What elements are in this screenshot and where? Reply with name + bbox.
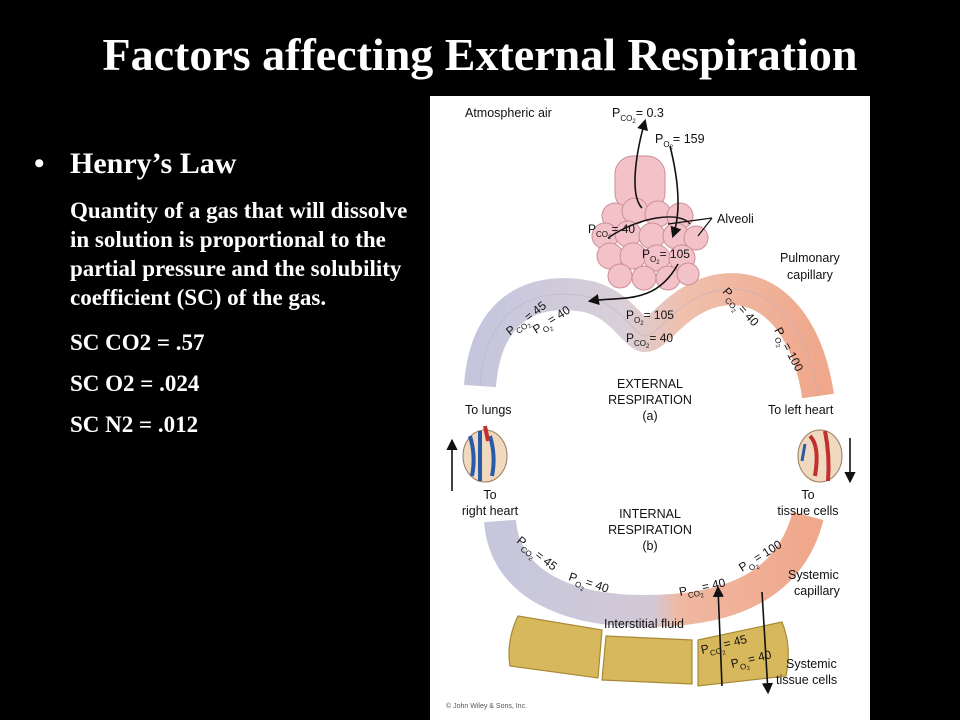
label-systemic-tissue-cells: tissue cells — [776, 673, 837, 687]
external-label-1: EXTERNAL — [617, 377, 683, 391]
bullet-dot-icon: • — [34, 147, 45, 180]
tissue-pco2: = 45 — [722, 632, 749, 651]
bullet-text: Henry’s Law — [70, 147, 237, 180]
label-interstitial-fluid: Interstitial fluid — [604, 617, 684, 631]
label-alveoli: Alveoli — [717, 212, 754, 226]
atm-pco2: = 0.3 — [636, 106, 664, 120]
label-systemic-capillary: capillary — [794, 584, 841, 598]
label-to-lungs: To lungs — [465, 403, 512, 417]
label-to-2: To — [801, 488, 814, 502]
label-systemic-2: Systemic — [786, 657, 837, 671]
label-tissue-cells: tissue cells — [777, 504, 838, 518]
pulm-mid-po2: = 105 — [644, 308, 675, 322]
atm-po2: = 159 — [673, 132, 705, 146]
sc-o2: SC O2 = .024 — [70, 371, 200, 396]
sc-n2: SC N2 = .012 — [70, 412, 199, 437]
external-label-2: RESPIRATION — [608, 393, 692, 407]
tissue-po2: = 40 — [746, 647, 773, 666]
internal-label-3: (b) — [642, 539, 657, 553]
alveolar-po2: = 105 — [660, 247, 691, 261]
slide-title: Factors affecting External Respiration — [102, 29, 858, 80]
copyright-text: © John Wiley & Sons, Inc. — [446, 702, 527, 710]
alveoli-cluster — [591, 155, 709, 291]
label-right-heart: right heart — [462, 504, 519, 518]
label-to-1: To — [483, 488, 496, 502]
sc-co2: SC CO2 = .57 — [70, 330, 205, 355]
heart-left-icon — [462, 425, 508, 483]
systemic-capillary-band — [484, 511, 824, 628]
label-pulmonary: Pulmonary — [780, 251, 840, 265]
external-label-3: (a) — [642, 409, 657, 423]
label-systemic: Systemic — [788, 568, 839, 582]
alveolar-pco2: = 40 — [611, 222, 635, 236]
label-capillary: capillary — [787, 268, 834, 282]
svg-text:PCO2= 0.3: PCO2= 0.3 — [612, 106, 664, 125]
svg-text:PO2= 159: PO2= 159 — [655, 132, 705, 151]
sys-right-pco2: = 40 — [701, 575, 727, 594]
internal-label-2: RESPIRATION — [608, 523, 692, 537]
internal-label-1: INTERNAL — [619, 507, 681, 521]
respiration-diagram: Atmospheric air PCO2= 0.3 PO2= 159 Alveo… — [430, 96, 870, 720]
henrys-law-definition: Quantity of a gas that will dissolve in … — [70, 198, 408, 310]
bullet-henrys-law: • Henry’s Law — [34, 144, 424, 184]
content-area: • Henry’s Law Quantity of a gas that wil… — [34, 144, 424, 439]
heart-right-icon — [797, 429, 843, 483]
pulm-mid-pco2: = 40 — [649, 331, 673, 345]
label-to-left-heart: To left heart — [768, 403, 834, 417]
label-atmospheric-air: Atmospheric air — [465, 106, 552, 120]
